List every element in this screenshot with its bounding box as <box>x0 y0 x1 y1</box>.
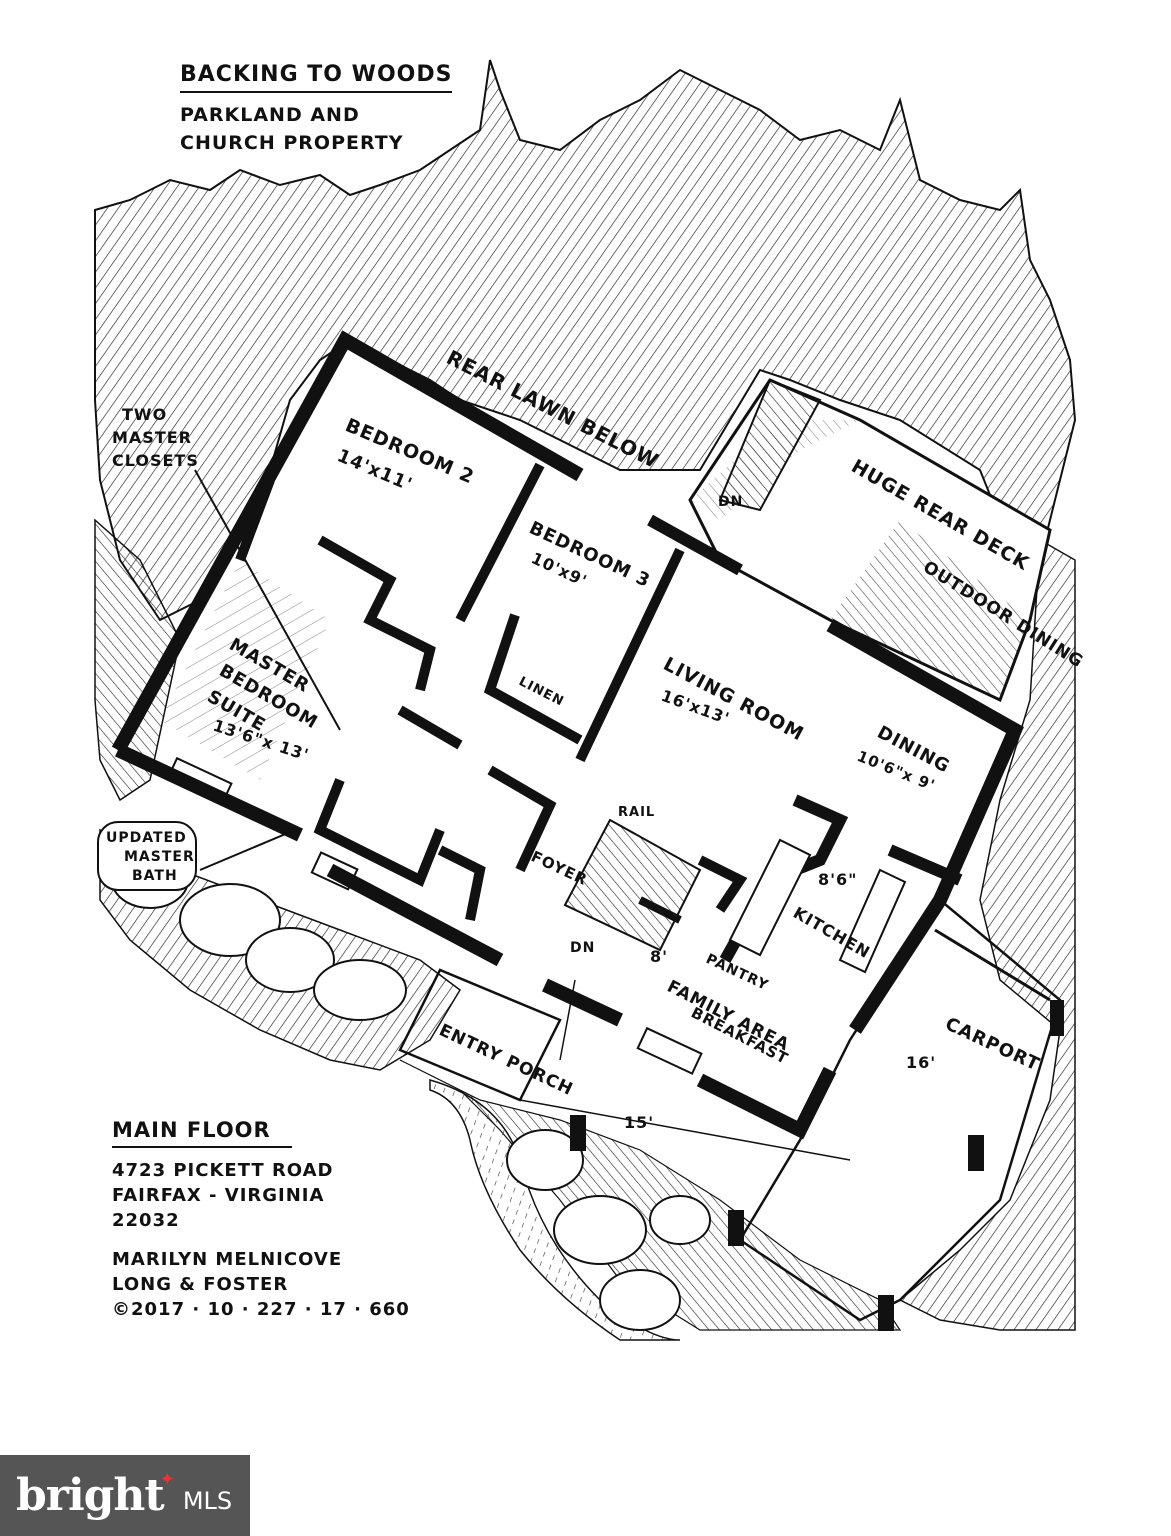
shrub-5 <box>506 1129 584 1191</box>
shrub-7 <box>599 1269 681 1331</box>
entry-dim-label: 15' <box>624 1113 654 1132</box>
foyer-label: FOYER <box>528 847 590 889</box>
address-line-1: 4723 PICKETT ROAD <box>112 1160 334 1181</box>
house-footprint <box>111 330 1064 1331</box>
bright-mls-watermark: bright ✦ MLS <box>0 1455 250 1536</box>
shrub-6 <box>553 1195 647 1265</box>
carport-slab <box>738 898 1062 1322</box>
entry-porch <box>398 968 562 1102</box>
closets-leader <box>194 469 341 731</box>
deck-stairs <box>718 378 822 512</box>
rail-label: RAIL <box>618 805 655 820</box>
agent-name: MARILYN MELNICOVE <box>112 1249 343 1270</box>
bath-leader <box>199 829 296 871</box>
watermark-brand: bright <box>16 1470 165 1521</box>
carport-dim-label: 16' <box>906 1053 936 1072</box>
parkland-label: PARKLAND AND <box>180 104 360 126</box>
floor-title: MAIN FLOOR <box>112 1118 292 1148</box>
spark-icon: ✦ <box>159 1469 175 1490</box>
bath-label-1: UPDATED <box>106 830 187 846</box>
shrub-3 <box>313 959 407 1021</box>
kitchen-counter <box>728 838 812 957</box>
agency-name: LONG & FOSTER <box>112 1274 289 1295</box>
shrubs-left <box>94 518 181 802</box>
watermark-suffix: MLS <box>182 1486 233 1515</box>
kitchen-dim-label: 8'6" <box>818 870 858 889</box>
bath-callout-box <box>97 821 197 891</box>
pantry-label: PANTRY <box>703 951 771 994</box>
shrub-2 <box>245 927 335 993</box>
closets-label-3: CLOSETS <box>112 451 199 470</box>
address-line-3: 22032 <box>112 1210 180 1231</box>
woods-lower-right <box>898 538 1076 1331</box>
copyright-line: ©2017 · 10 · 227 · 17 · 660 <box>112 1299 410 1320</box>
church-property-label: CHURCH PROPERTY <box>180 132 404 154</box>
backing-to-woods-label: BACKING TO WOODS <box>180 62 453 93</box>
family-dim-label: 8' <box>650 947 668 966</box>
carport-label: CARPORT <box>942 1013 1043 1075</box>
deck-dn-label: DN <box>718 494 743 510</box>
closets-label-2: MASTER <box>112 428 192 447</box>
bath-label-3: BATH <box>132 868 178 884</box>
title-block: MAIN FLOOR 4723 PICKETT ROAD FAIRFAX - V… <box>112 1118 410 1322</box>
address-line-2: FAIRFAX - VIRGINIA <box>112 1185 325 1206</box>
site-notes: BACKING TO WOODS PARKLAND AND CHURCH PRO… <box>180 62 453 157</box>
shrub-8 <box>649 1195 711 1245</box>
stairs-dn-label: DN <box>570 940 595 956</box>
stairwell <box>563 818 702 952</box>
shrub-1 <box>179 883 281 957</box>
bath-label-2: MASTER <box>124 849 195 865</box>
closets-label-1: TWO <box>122 405 167 424</box>
